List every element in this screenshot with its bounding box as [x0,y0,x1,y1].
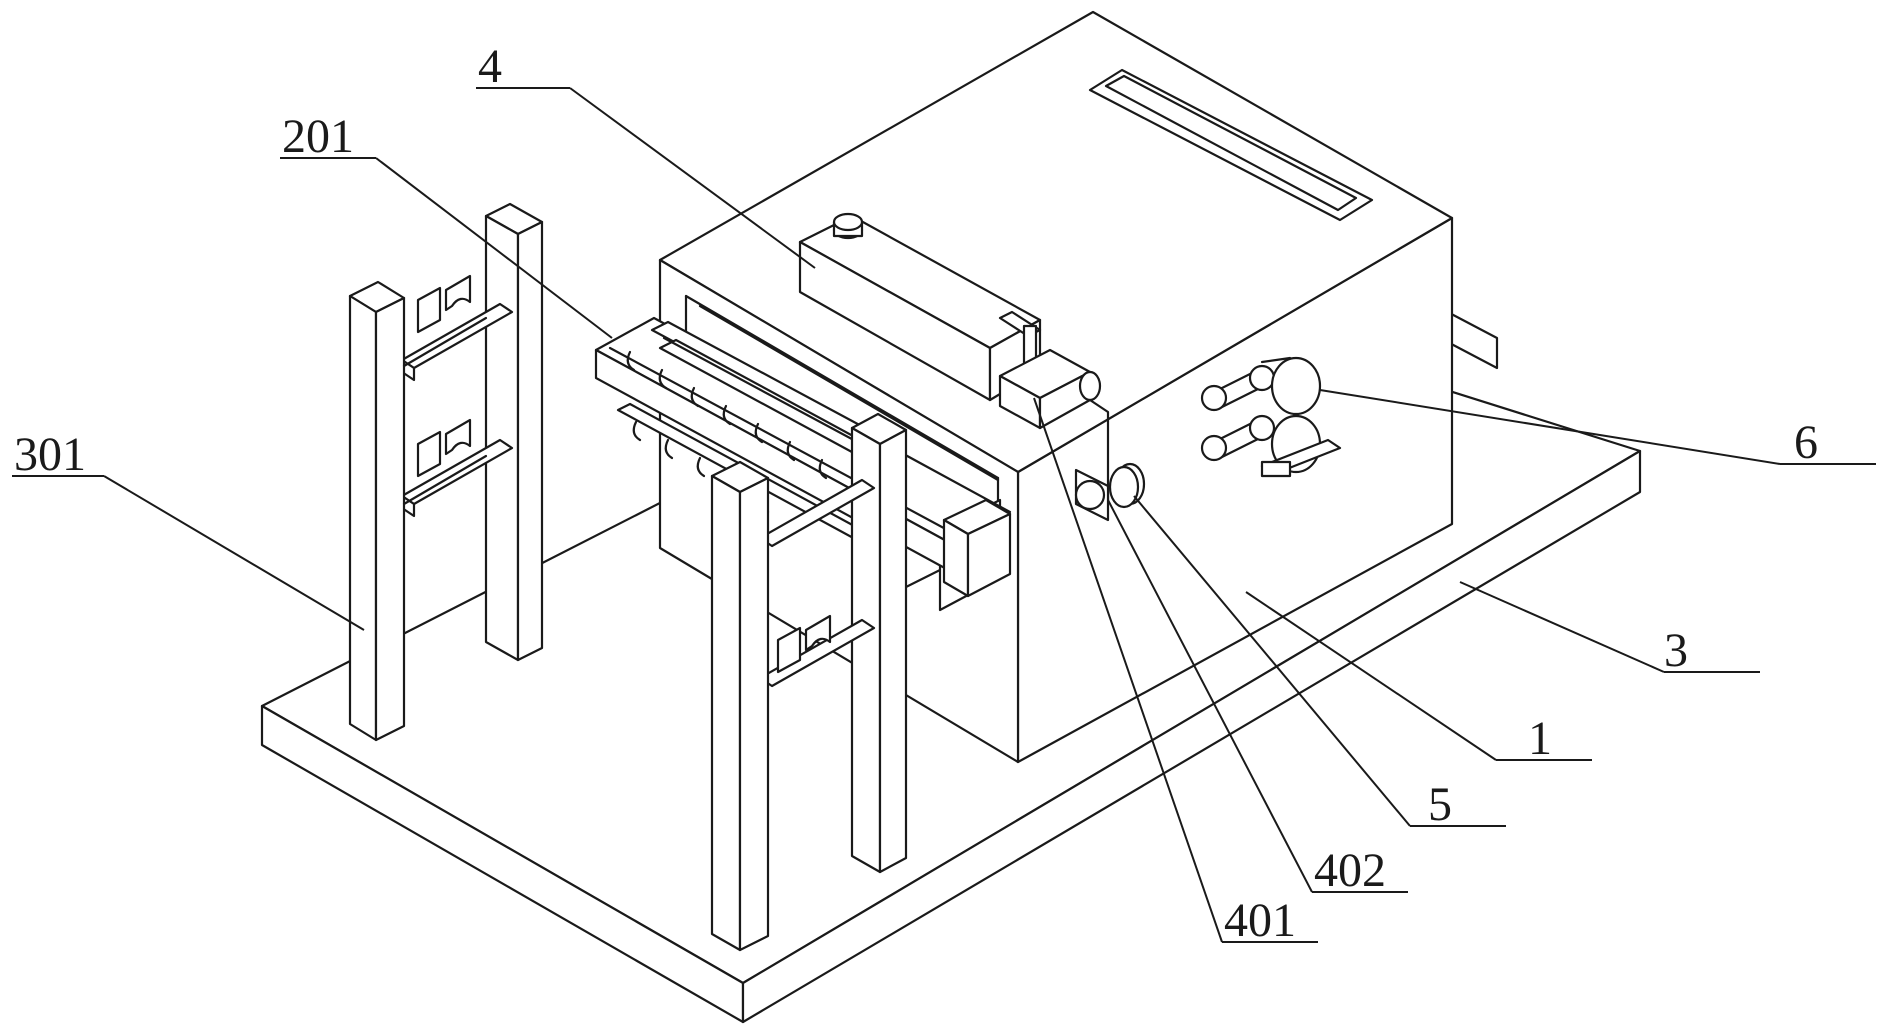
motor-upper [1200,356,1322,416]
top-bar-assembly [798,212,1042,402]
leader-lines [12,87,1876,943]
callout-labels: 4 201 301 6 3 1 5 402 401 [14,40,1818,947]
label-402: 402 [1314,844,1386,897]
label-401: 401 [1224,894,1296,947]
label-1: 1 [1528,712,1552,765]
side-bracket [998,348,1146,522]
label-4: 4 [478,40,502,93]
motor-lower [1200,414,1342,478]
label-5: 5 [1428,778,1452,831]
label-301: 301 [14,428,86,481]
label-201: 201 [282,110,354,163]
label-3: 3 [1664,624,1688,677]
left-rack [348,202,544,742]
label-6: 6 [1794,416,1818,469]
roller-assembly [594,316,1012,952]
